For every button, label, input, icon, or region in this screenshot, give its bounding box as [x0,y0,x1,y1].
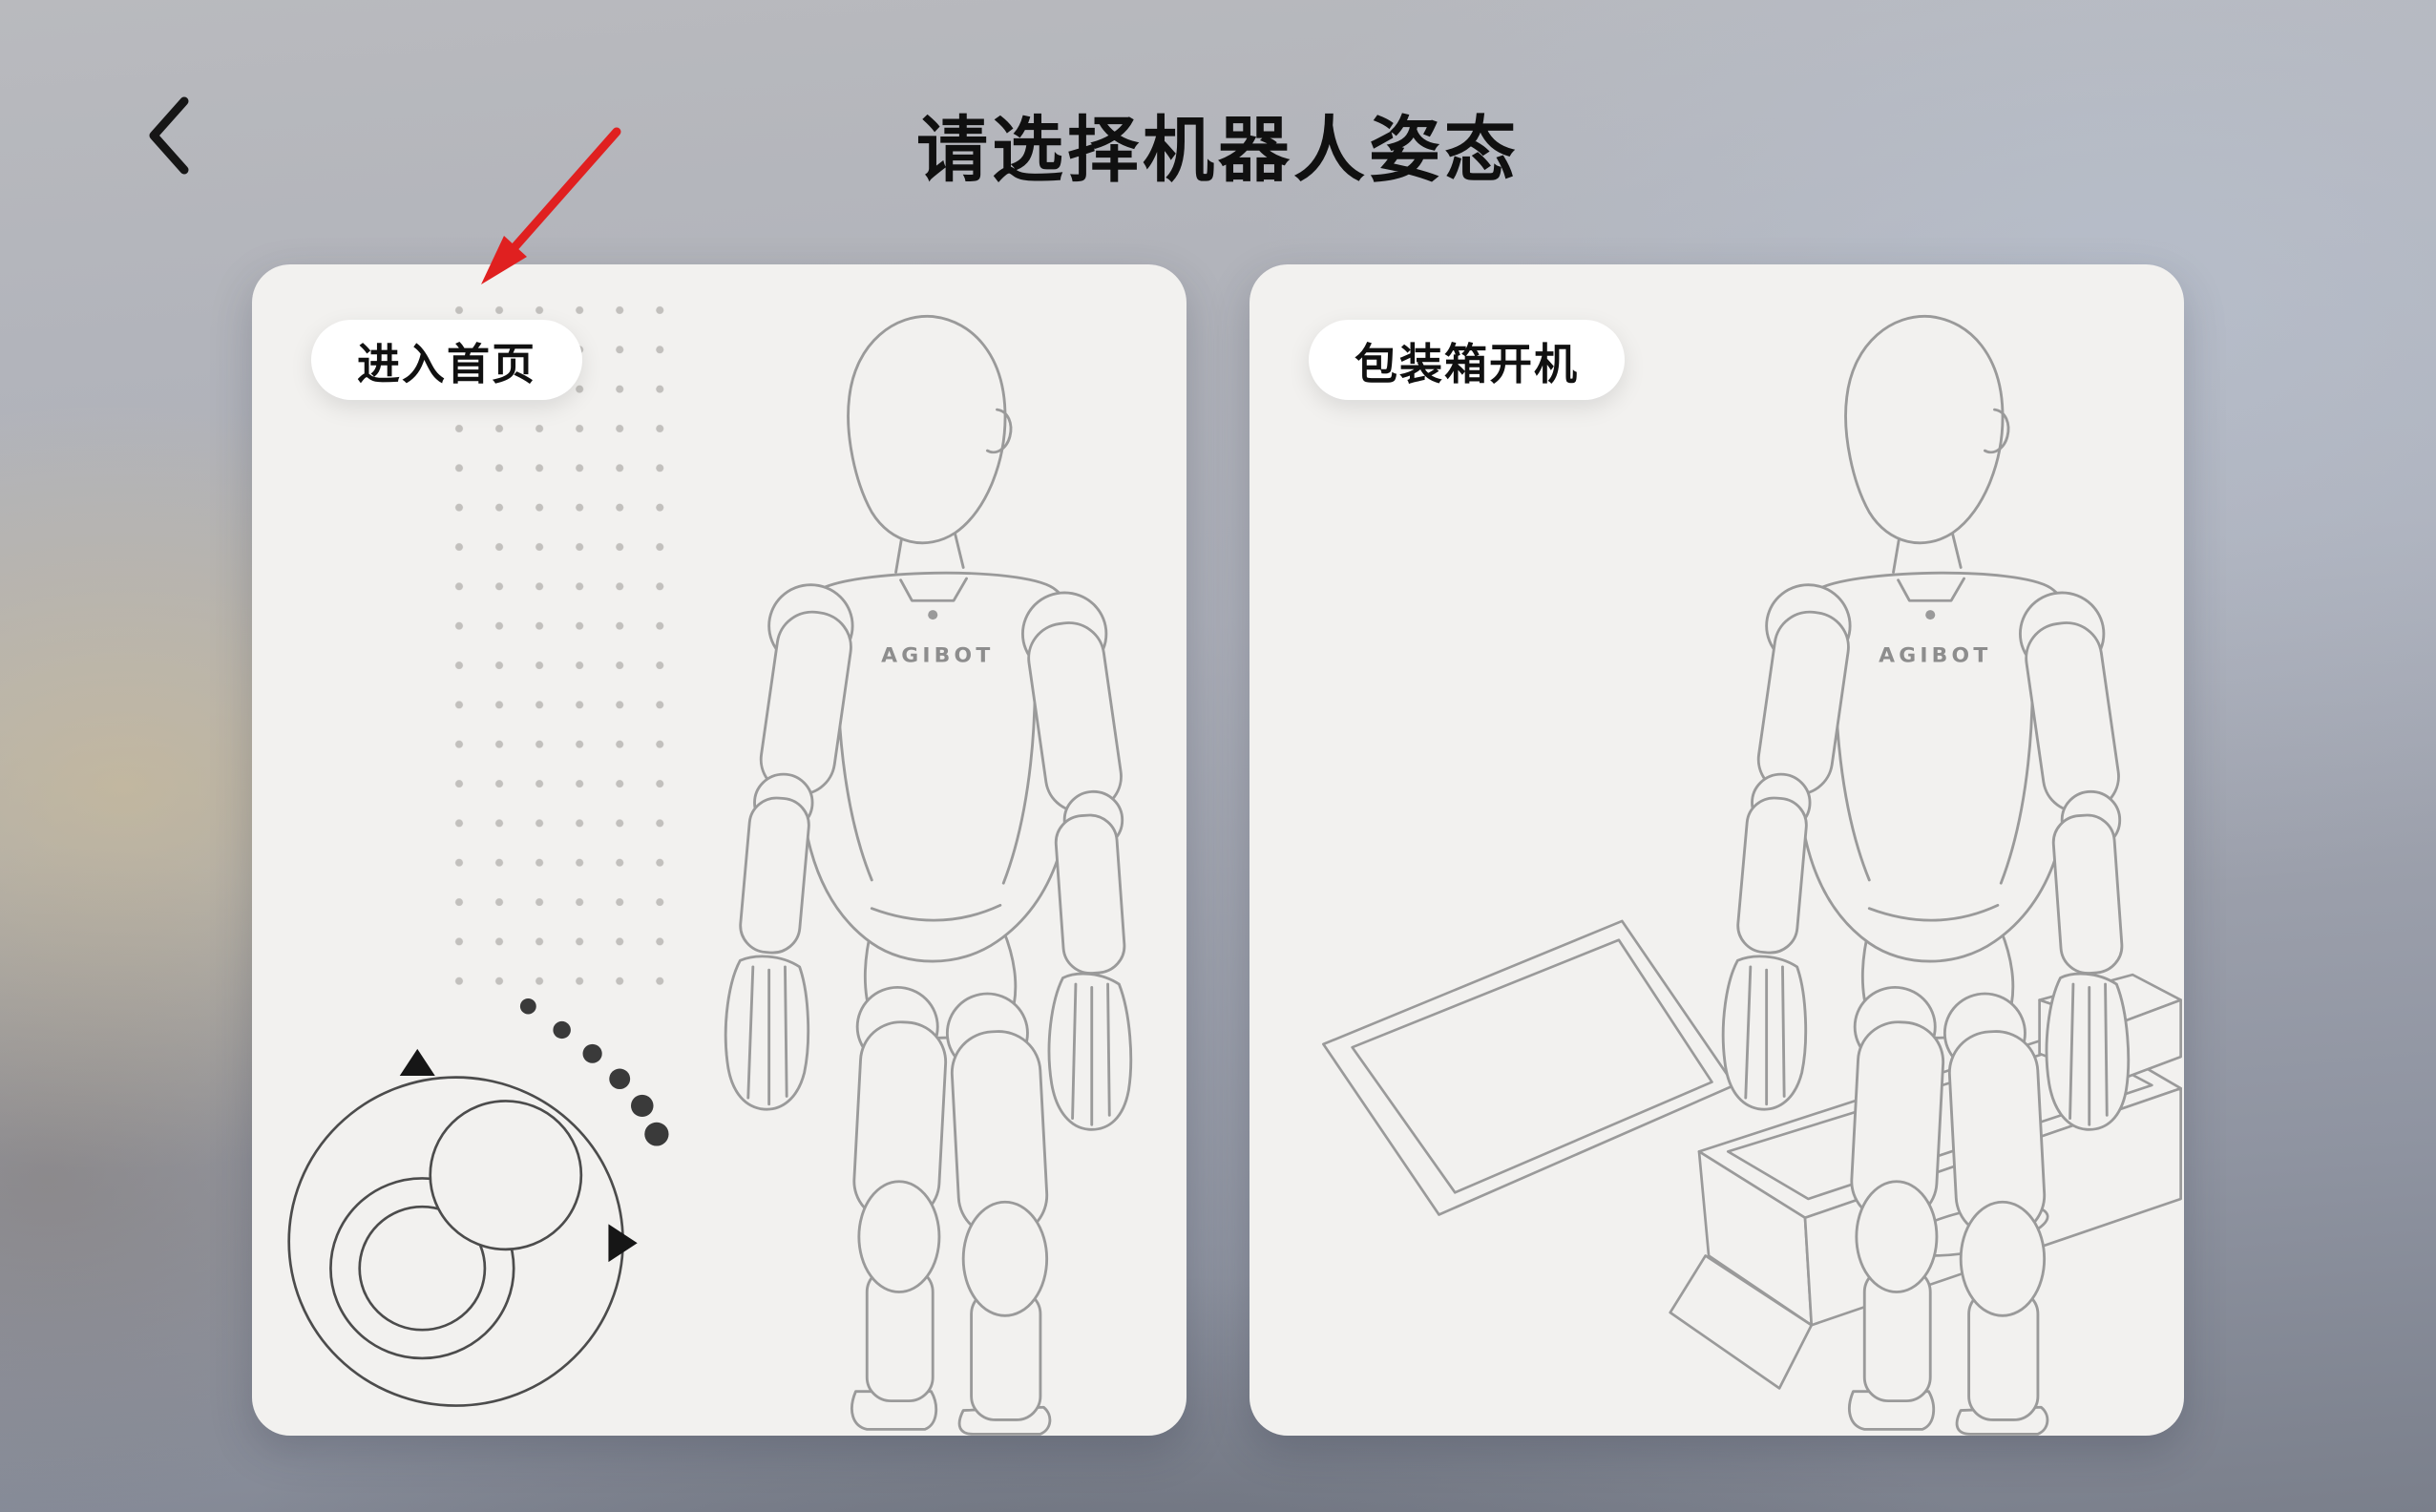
card-enter-home[interactable]: 进入首页 [252,264,1186,1436]
posture-options: 进入首页 [252,264,2184,1436]
back-button[interactable] [120,82,216,189]
box-power-on-button-label: 包装箱开机 [1354,339,1580,388]
dial-donut-outer [329,1177,515,1360]
card-box-power-on[interactable]: 包装箱开机 [1250,264,2184,1436]
chevron-left-icon [149,96,189,175]
dial-arrow-right-icon [608,1224,638,1263]
box-flap [1669,1254,1814,1390]
dot-arc-decoration [519,998,669,1146]
page-title: 请选择机器人姿态 [915,110,1520,190]
box-lid [1322,919,1736,1216]
box-power-on-button[interactable]: 包装箱开机 [1309,320,1626,400]
robot-illustration-unboxing [1322,314,2182,1436]
dot-grid-decoration [441,289,686,994]
dial-knob [429,1100,583,1251]
joystick-dial-illustration [287,1048,638,1407]
enter-home-button-label: 进入首页 [357,339,537,388]
dial-arrow-up-icon [399,1048,435,1076]
enter-home-button[interactable]: 进入首页 [311,320,583,400]
robot-illustration-standing [287,289,1133,1436]
dial-donut-inner [358,1205,487,1332]
